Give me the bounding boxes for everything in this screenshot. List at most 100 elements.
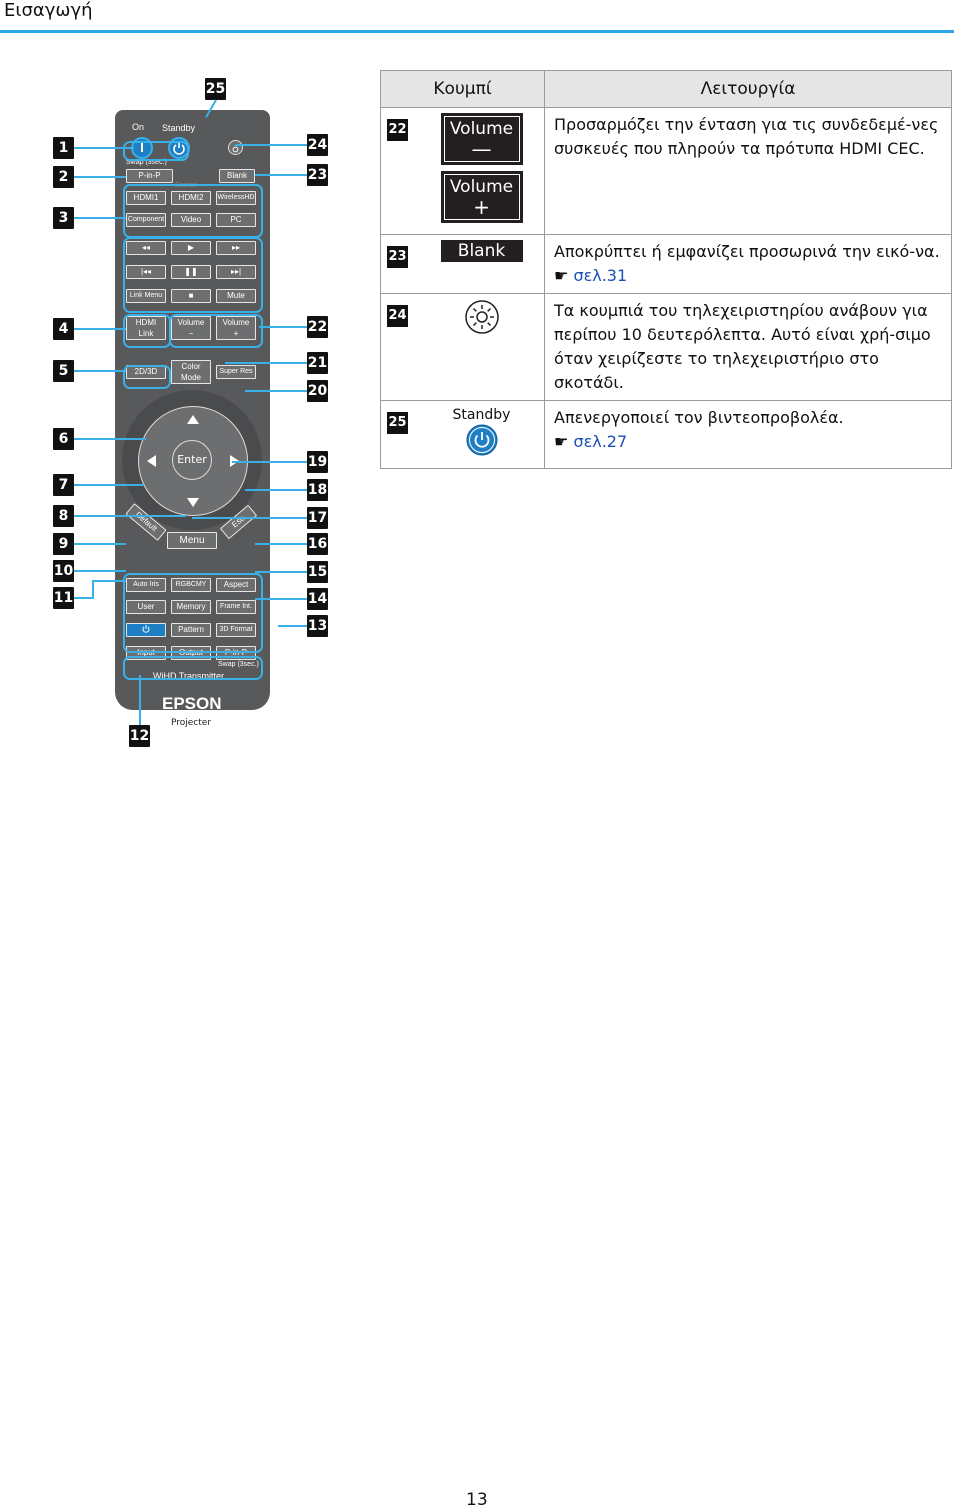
table-row: 24 Τα κουμπιά του τηλεχειριστηρίου ανάβο…: [380, 293, 952, 401]
brand-logo: EPSON: [162, 694, 222, 713]
play-button: ▶: [171, 241, 211, 255]
volume-up-key-label: Volume: [449, 177, 514, 197]
leader-13: [278, 625, 307, 627]
leader-14: [255, 598, 307, 600]
callout-17: 17: [307, 507, 328, 529]
power-on-icon: [141, 143, 143, 152]
color-mode-line1: Color: [181, 362, 201, 371]
page-header: Εισαγωγή: [0, 0, 954, 33]
blank-key: Blank: [440, 240, 523, 262]
highlight-hdmi-link: [123, 314, 171, 348]
leader-17: [192, 517, 307, 519]
highlight-2d3d: [123, 365, 171, 389]
color-mode-button: Color Mode: [171, 360, 211, 384]
stop-button: ■: [171, 289, 211, 303]
row-description: Προσαρμόζει την ένταση για τις συνδεδεμέ…: [544, 107, 952, 235]
3d-format-button: 3D Format: [216, 623, 256, 637]
volume-up-symbol: +: [233, 329, 239, 338]
on-label: On: [132, 122, 145, 132]
leader-18: [245, 489, 307, 491]
hdmi-link-line2: Link: [138, 329, 154, 338]
menu-button: Menu: [167, 532, 217, 549]
hdmi2-button: HDMI2: [171, 191, 211, 205]
row-description: Αποκρύπτει ή εμφανίζει προσωρινά την εικ…: [554, 242, 940, 261]
leader-2: [74, 176, 126, 178]
mute-button: Mute: [216, 289, 256, 303]
row-description-cell: Απενεργοποιεί τον βιντεοπροβολέα. ☛ σελ.…: [544, 400, 952, 469]
section-title: Εισαγωγή: [4, 0, 93, 21]
table-row: 23 Blank Αποκρύπτει ή εμφανίζει προσωριν…: [380, 234, 952, 294]
component-button: Component: [126, 213, 166, 227]
callout-19: 19: [307, 451, 328, 473]
remote-body: On Standby Swap (3sec.) P-in-P Blank Sou…: [115, 110, 270, 729]
callout-23: 23: [307, 164, 328, 186]
wihd-power-button: [126, 623, 166, 637]
callout-4: 4: [53, 318, 74, 340]
rewind-button: ◂◂: [126, 241, 166, 255]
aspect-button: Aspect: [216, 578, 256, 592]
user-button: User: [126, 600, 166, 614]
swap2-label: Swap (3sec.): [218, 661, 259, 668]
leader-4: [74, 328, 126, 330]
color-mode-line2: Mode: [180, 373, 201, 382]
next-button: ▸▸|: [216, 265, 256, 279]
callout-16: 16: [307, 533, 328, 555]
fastforward-button: ▸▸: [216, 241, 256, 255]
enter-label: Enter: [177, 453, 207, 466]
row-number: 22: [387, 119, 408, 141]
row-number: 23: [387, 246, 408, 268]
col-header-button: Κουμπί: [380, 70, 545, 108]
light-button: [228, 140, 243, 155]
highlight-lower: [123, 573, 263, 653]
pattern-button: Pattern: [171, 623, 211, 637]
volume-down-key: Volume —: [440, 113, 523, 165]
highlight-source: [123, 184, 263, 238]
hdmi-link-line1: HDMI: [135, 318, 157, 327]
leader-3: [74, 217, 126, 219]
highlight-volume: [169, 314, 263, 348]
callout-20: 20: [307, 380, 328, 402]
video-button: Video: [171, 213, 211, 227]
page-number: 13: [466, 1490, 488, 1510]
leader-11: [74, 597, 92, 599]
callout-1: 1: [53, 137, 74, 159]
page-reference-link[interactable]: σελ.31: [573, 266, 628, 285]
volume-up-key: Volume +: [440, 171, 523, 223]
header-rule: [0, 30, 954, 33]
volume-down-symbol: −: [188, 329, 194, 338]
volume-down-label: Volume: [177, 318, 205, 327]
light-icon: [464, 300, 499, 334]
enter-button: Enter: [172, 440, 212, 480]
leader-10: [74, 570, 126, 572]
power-icon: [142, 625, 150, 633]
callout-22: 22: [307, 316, 328, 338]
power-icon: [466, 424, 497, 456]
light-icon: [232, 146, 239, 153]
leader-6: [74, 438, 146, 440]
volume-up-label: Volume: [222, 318, 250, 327]
callout-2: 2: [53, 166, 74, 188]
previous-button: |◂◂: [126, 265, 166, 279]
callout-6: 6: [53, 428, 74, 450]
frame-int-button: Frame Int.: [216, 600, 256, 614]
callout-25: 25: [205, 78, 226, 100]
row-description: Τα κουμπιά του τηλεχειριστηρίου ανάβουν …: [544, 293, 952, 401]
page-reference-link[interactable]: σελ.27: [573, 432, 628, 451]
projecter-label: Projecter: [155, 718, 227, 729]
highlight-transport: [123, 237, 263, 313]
col-header-function: Λειτουργία: [544, 70, 952, 108]
leader-11c: [92, 580, 126, 582]
highlight-swap-pinp: [123, 141, 189, 161]
wihd-label: WiHD Transmitter: [153, 671, 225, 681]
hdmi1-button: HDMI1: [126, 191, 166, 205]
leader-8: [74, 515, 186, 517]
remote-control-illustration: On Standby Swap (3sec.) P-in-P Blank Sou…: [50, 75, 350, 755]
blank-button: Blank: [219, 169, 255, 183]
pause-button: ❚❚: [171, 265, 211, 279]
leader-12: [139, 675, 141, 725]
plus-symbol: +: [473, 195, 490, 219]
standby-label: Standby: [162, 123, 196, 133]
row-number: 25: [387, 412, 408, 434]
leader-23: [255, 174, 307, 176]
pointer-icon: ☛: [554, 266, 569, 285]
